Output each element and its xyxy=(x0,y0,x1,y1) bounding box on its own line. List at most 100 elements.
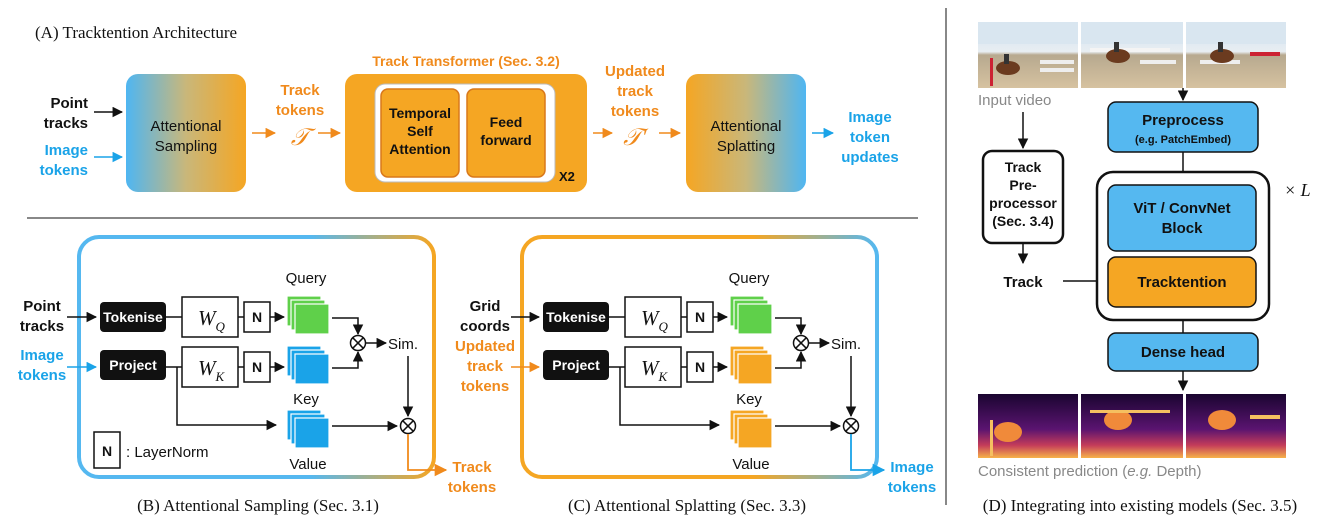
svg-text:Image: Image xyxy=(848,109,891,126)
svg-text:Sampling: Sampling xyxy=(155,138,218,155)
svg-text:track: track xyxy=(617,83,654,100)
svg-text:processor: processor xyxy=(989,195,1057,211)
input-video-label: Input video xyxy=(978,92,1051,109)
b-output-label: Track tokens xyxy=(448,459,496,496)
c-norm-q-label: N xyxy=(695,309,705,325)
c-query-stack xyxy=(729,295,773,335)
a-output-label: Image token updates xyxy=(841,109,899,166)
c-output-arrow xyxy=(850,434,886,477)
svg-text:tokens: tokens xyxy=(18,367,66,384)
tracktention-box xyxy=(1107,256,1257,308)
dense-head-label: Dense head xyxy=(1141,344,1225,361)
loop-repeat-label: × L xyxy=(1284,180,1311,200)
svg-text:Track: Track xyxy=(280,82,320,99)
c-project-label: Project xyxy=(552,357,600,373)
panel-a: (A) Tracktention Architecture Point trac… xyxy=(35,23,899,192)
b-project-label: Project xyxy=(109,357,157,373)
b-weighted-sum-icon xyxy=(399,417,417,435)
svg-text:forward: forward xyxy=(480,132,531,148)
svg-text:tokens: tokens xyxy=(611,103,659,120)
b-key-stack xyxy=(286,345,330,385)
attentional-sampling-label: Attentional Sampling xyxy=(151,118,222,155)
panel-c-border xyxy=(520,235,879,479)
svg-text:tokens: tokens xyxy=(276,102,324,119)
svg-text:Attention: Attention xyxy=(389,141,450,157)
vit-block-label: ViT / ConvNet Block xyxy=(1133,200,1230,237)
c-output-label: Image tokens xyxy=(888,459,936,496)
svg-text:Image: Image xyxy=(45,142,88,159)
b-norm-q-label: N xyxy=(252,309,262,325)
video-frame-2 xyxy=(1081,22,1183,88)
panel-b: Point tracks Image tokens Tokenise Proje… xyxy=(18,235,496,515)
svg-text:Splatting: Splatting xyxy=(717,138,775,155)
c-value-stack xyxy=(729,409,773,449)
tracktention-label: Tracktention xyxy=(1137,274,1226,291)
panel-d: Input video Preprocess (e.g. PatchEmbed)… xyxy=(978,22,1311,515)
svg-text:tokens: tokens xyxy=(888,479,936,496)
panel-a-title: (A) Tracktention Architecture xyxy=(35,23,237,42)
panel-b-border xyxy=(77,235,436,479)
svg-text:Attentional: Attentional xyxy=(151,118,222,135)
attentional-sampling-box xyxy=(126,74,246,192)
video-frame-3 xyxy=(1186,22,1286,88)
b-query-stack xyxy=(286,295,330,335)
b-wk-box xyxy=(181,346,239,388)
preprocess-label: Preprocess xyxy=(1142,112,1224,129)
svg-text:track: track xyxy=(467,358,504,375)
svg-text:Track: Track xyxy=(1005,159,1042,175)
track-label: Track xyxy=(1003,274,1043,291)
c-input-grid: Grid coords xyxy=(460,298,510,335)
b-matmul-icon xyxy=(349,334,367,352)
svg-text:Updated: Updated xyxy=(605,63,665,80)
c-wq-box xyxy=(624,296,682,338)
c-matmul-icon xyxy=(792,334,810,352)
svg-text:Block: Block xyxy=(1162,220,1204,237)
svg-text:Point: Point xyxy=(51,95,89,112)
b-tokenise-box xyxy=(100,302,166,332)
b-value-label: Value xyxy=(289,456,326,473)
a-track-symbol-prime: 𝒯′ xyxy=(623,125,649,151)
c-wq-label: WQ xyxy=(641,306,669,334)
svg-text:tracks: tracks xyxy=(20,318,64,335)
svg-text:Attentional: Attentional xyxy=(711,118,782,135)
a-track-tokens: Track tokens xyxy=(276,82,324,119)
depth-frame-3 xyxy=(1186,394,1286,458)
svg-text:token: token xyxy=(850,129,890,146)
feed-forward-box xyxy=(466,88,546,178)
b-project-box xyxy=(100,350,166,380)
b-output-arrow xyxy=(407,434,448,477)
b-query-label: Query xyxy=(286,270,327,287)
b-key-label: Key xyxy=(293,391,319,408)
c-key-stack xyxy=(729,345,773,385)
depth-frame-2 xyxy=(1081,394,1183,458)
c-key-label: Key xyxy=(736,391,762,408)
svg-text:Pre-: Pre- xyxy=(1009,177,1037,193)
svg-text:Updated: Updated xyxy=(455,338,515,355)
svg-text:tokens: tokens xyxy=(448,479,496,496)
c-project-box xyxy=(543,350,609,380)
feed-forward-label: Feed forward xyxy=(480,114,531,148)
panel-c: Grid coords Updated track tokens Tokenis… xyxy=(455,235,936,515)
b-legend-label: : LayerNorm xyxy=(126,444,209,461)
b-value-stack xyxy=(286,409,330,449)
svg-text:Self: Self xyxy=(407,123,433,139)
c-tokenise-label: Tokenise xyxy=(546,309,606,325)
svg-text:tokens: tokens xyxy=(461,378,509,395)
b-input-point: Point tracks xyxy=(20,298,64,335)
vit-block-box xyxy=(1107,184,1257,252)
b-wq-box xyxy=(181,296,239,338)
temporal-attention-label: Temporal Self Attention xyxy=(389,105,451,157)
c-wk-label: WK xyxy=(641,356,669,384)
svg-text:Image: Image xyxy=(20,347,63,364)
depth-frame-1 xyxy=(978,394,1078,458)
attentional-splatting-label: Attentional Splatting xyxy=(711,118,782,155)
c-input-updated: Updated track tokens xyxy=(455,338,515,395)
input-video-frames xyxy=(978,22,1286,88)
c-tokenise-box xyxy=(543,302,609,332)
svg-text:Feed: Feed xyxy=(490,114,523,130)
b-legend-norm-box xyxy=(93,431,121,469)
svg-text:Temporal: Temporal xyxy=(389,105,451,121)
svg-text:(Sec. 3.4): (Sec. 3.4) xyxy=(992,213,1053,229)
b-input-image: Image tokens xyxy=(18,347,66,384)
panel-c-caption: (C) Attentional Splatting (Sec. 3.3) xyxy=(568,496,806,515)
